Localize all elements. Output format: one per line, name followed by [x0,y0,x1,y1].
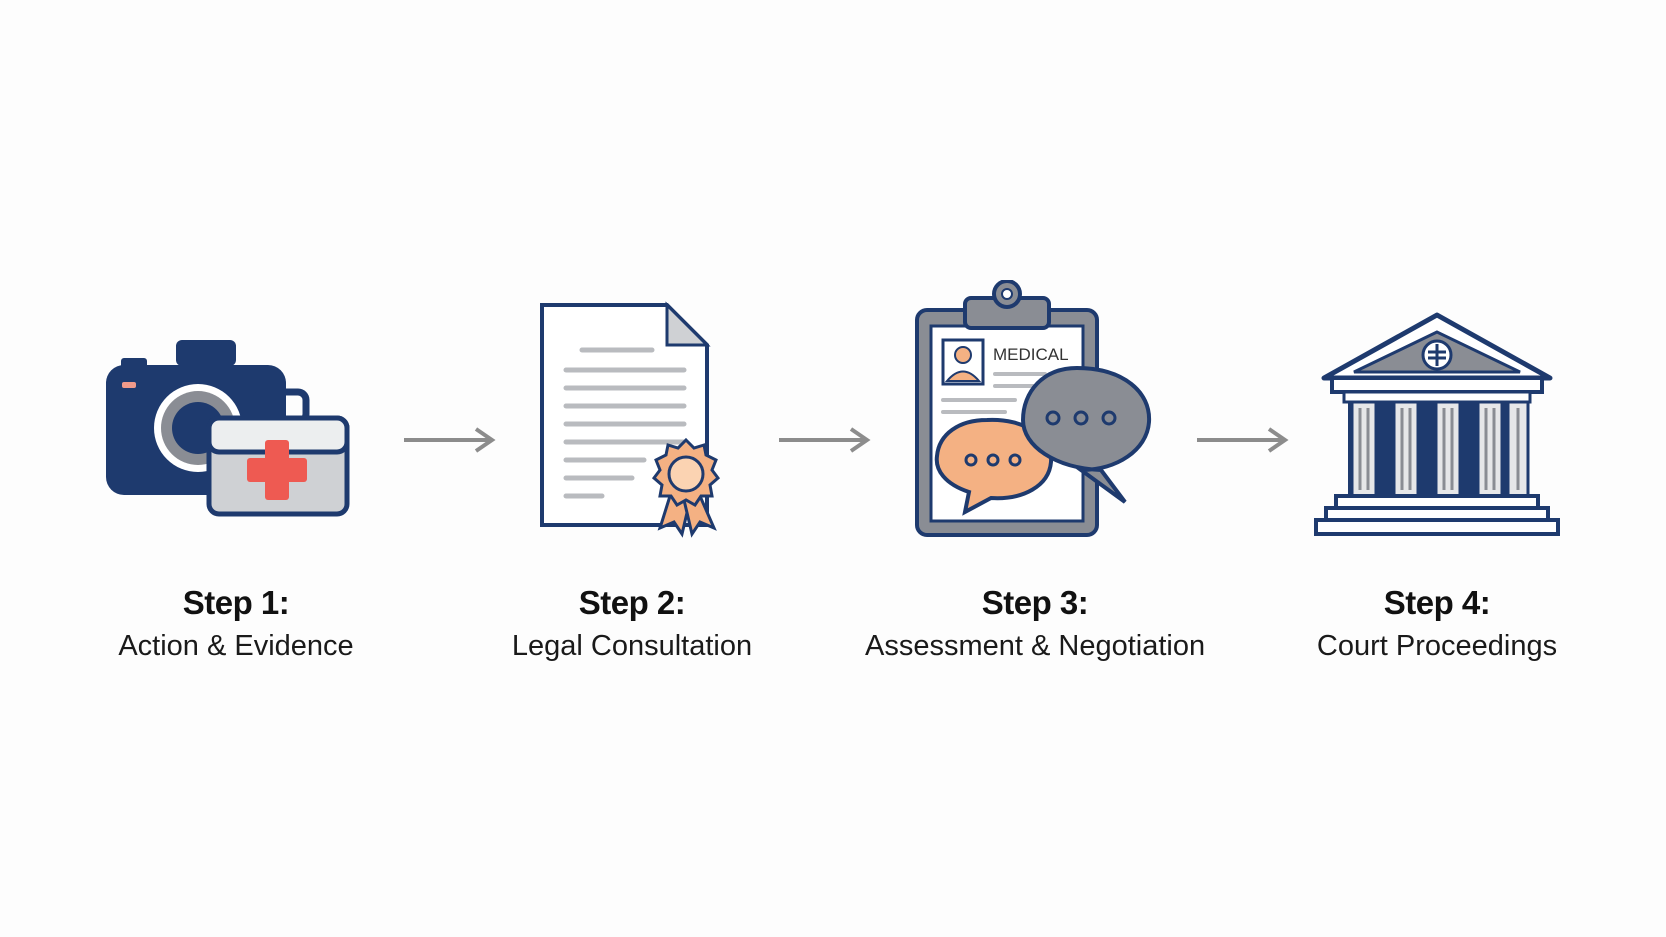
step-1: Step 1: Action & Evidence [66,280,406,664]
step-2: Step 2: Legal Consultation [462,280,802,664]
arrow-right-icon [404,427,496,453]
step-2-title: Step 2: [578,584,686,621]
medical-clipboard-with-speech-bubbles-icon: MEDICAL [865,280,1205,540]
clipboard-medical-label: MEDICAL [993,345,1069,364]
document-with-seal-icon [462,280,802,540]
step-1-title: Step 1: [182,584,290,621]
courthouse-icon [1267,280,1607,540]
step-3-title: Step 3: [981,584,1089,621]
camera-and-first-aid-kit-icon [66,280,406,540]
step-4-description: Court Proceedings [1316,630,1558,662]
step-4: Step 4: Court Proceedings [1267,280,1607,664]
arrow-right-icon [1197,427,1289,453]
step-3: MEDICAL Step 3: Assessment & [865,280,1205,664]
step-3-description: Assessment & Negotiation [865,630,1206,662]
arrow-right-icon [779,427,871,453]
step-1-description: Action & Evidence [118,630,354,662]
step-4-title: Step 4: [1383,584,1491,621]
step-2-description: Legal Consultation [511,630,753,662]
